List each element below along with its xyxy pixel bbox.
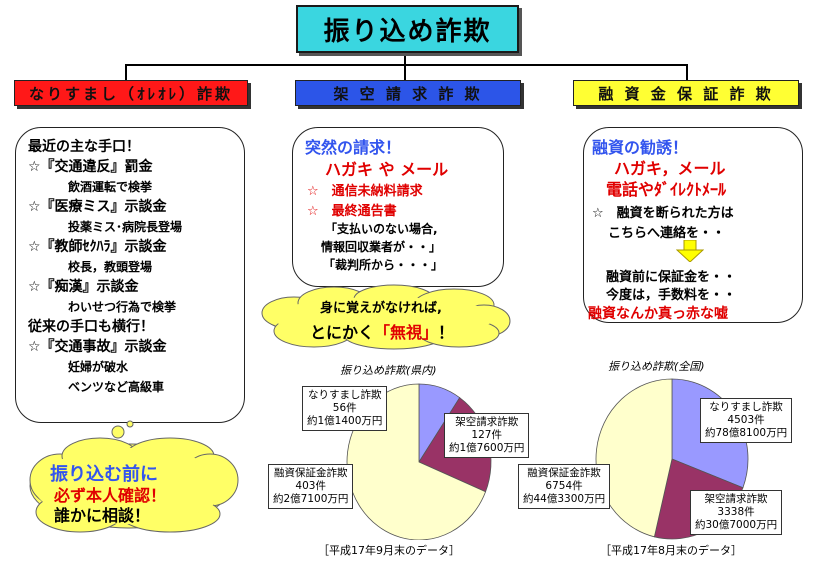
cloud-left-line-1: 振り込む前に bbox=[50, 464, 158, 485]
left-line-3: ☆『医療ミス』示談金 bbox=[28, 199, 167, 215]
left-line-11: 妊婦が破水 bbox=[68, 360, 129, 374]
kaku-seikyu-methods-box: 突然の請求！ ハガキ や メール ☆ 通信未納料請求 ☆ 最終通告書 「支払いの… bbox=[292, 127, 504, 287]
narisumashi-methods-box: 最近の主な手口！ ☆『交通違反』罰金 飲酒運転で検挙 ☆『医療ミス』示談金 投薬… bbox=[15, 127, 245, 423]
connector-right bbox=[686, 64, 688, 80]
left-line-12: ベンツなど高級車 bbox=[68, 380, 165, 394]
right-line-5: こちらへ連絡を・・ bbox=[608, 226, 726, 241]
chart-nat-label-narisumashi-name: なりすまし詐欺 bbox=[709, 401, 783, 413]
chart-pref-label-kaku-amount: 約1億7600万円 bbox=[449, 442, 525, 454]
mid-line-5: 「支払いのない場合, bbox=[325, 222, 438, 236]
chart-nat-label-narisumashi-count: 4503件 bbox=[727, 414, 765, 426]
mid-line-2: ハガキ や メール bbox=[325, 160, 449, 179]
mid-line-3: ☆ 通信未納料請求 bbox=[307, 184, 423, 199]
chart-pref-label-narisumashi-count: 56件 bbox=[332, 402, 357, 414]
right-line-3: 電話やﾀﾞｲﾚｸﾄﾒｰﾙ bbox=[606, 180, 727, 199]
chart-nat-label-yushi-amount: 約44億3300万円 bbox=[523, 493, 606, 505]
left-line-6: 校長，教頭登場 bbox=[68, 260, 153, 274]
mid-line-1: 突然の請求！ bbox=[305, 138, 402, 157]
left-line-5: ☆『教師ｾｸﾊﾗ』示談金 bbox=[28, 239, 167, 255]
connector-vertical-top bbox=[404, 51, 406, 65]
cloud-left-line-2: 必ず本人確認！ bbox=[54, 486, 167, 505]
chart-pref-label-yushi-count: 403件 bbox=[295, 480, 326, 492]
left-line-8: わいせつ行為で検挙 bbox=[68, 300, 177, 314]
right-line-4: ☆ 融資を断られた方は bbox=[592, 206, 734, 221]
mid-line-7: 「裁判所から・・・」 bbox=[323, 258, 444, 272]
chart-pref-label-narisumashi-amount: 約1億1400万円 bbox=[307, 415, 383, 427]
chart-nat-label-kaku-name: 架空請求詐欺 bbox=[704, 493, 768, 505]
chart-pref-label-kaku-name: 架空請求詐欺 bbox=[455, 416, 519, 428]
right-line-1: 融資の勧誘！ bbox=[592, 138, 689, 157]
chart-nat-label-yushi-count: 6754件 bbox=[545, 480, 583, 492]
ignore-callout-cloud: 身に覚えがなければ, とにかく「無視」！ bbox=[254, 283, 514, 351]
chart-pref-title: 振り込め詐欺(県内) bbox=[340, 364, 437, 377]
header-kaku-seikyu: 架 空 請 求 詐 欺 bbox=[295, 80, 521, 106]
cloud-mid-line-1: 身に覚えがなければ, bbox=[320, 301, 442, 316]
chart-nat-label-narisumashi-amount: 約78億8100万円 bbox=[705, 427, 788, 439]
chart-nat-label-kaku-count: 3338件 bbox=[717, 506, 755, 518]
connector-left bbox=[125, 64, 127, 80]
connector-mid bbox=[404, 64, 406, 80]
left-line-7: ☆『痴漢』示談金 bbox=[28, 279, 139, 295]
chart-pref-label-yushi-amount: 約2億7100万円 bbox=[273, 493, 349, 505]
right-line-8: 融資なんか真っ赤な嘘 bbox=[588, 306, 728, 322]
left-line-0: 最近の主な手口！ bbox=[28, 139, 140, 155]
right-line-7: 今度は，手数料を・・ bbox=[606, 288, 737, 303]
mid-line-6: 情報回収業者が・・」 bbox=[321, 240, 442, 254]
cloud-left-line-3: 誰かに相談！ bbox=[54, 506, 151, 525]
cloud-mid-line-2: とにかく「無視」！ bbox=[310, 319, 454, 343]
yushi-hosho-methods-box: 融資の勧誘！ ハガキ，メール 電話やﾀﾞｲﾚｸﾄﾒｰﾙ ☆ 融資を断られた方は … bbox=[583, 127, 803, 323]
chart-nat-title: 振り込め詐欺(全国) bbox=[608, 360, 705, 373]
down-arrow-icon bbox=[675, 239, 705, 263]
mid-line-4: ☆ 最終通告書 bbox=[307, 204, 397, 219]
cloud-mid-text-c: ！ bbox=[438, 323, 455, 342]
chart-pref-label-kaku-count: 127件 bbox=[471, 429, 502, 441]
chart-nat-slice-yushi bbox=[595, 378, 673, 538]
confirm-callout-cloud: 振り込む前に 必ず本人確認！ 誰かに相談！ bbox=[20, 420, 242, 536]
chart-nat-label-yushi-name: 融資保証金詐欺 bbox=[527, 467, 601, 479]
cloud-mid-text-a: とにかく bbox=[310, 323, 375, 342]
chart-pref-label-yushi-name: 融資保証金詐欺 bbox=[273, 467, 348, 479]
page-title: 振り込め詐欺 bbox=[296, 5, 519, 53]
header-yushi-hosho: 融 資 金 保 証 詐 欺 bbox=[573, 80, 799, 106]
left-line-9: 従来の手口も横行！ bbox=[28, 319, 154, 335]
left-line-4: 投薬ミス･病院長登場 bbox=[68, 220, 183, 234]
cloud-mid-text-b: 「無視」 bbox=[374, 323, 439, 342]
connector-horizontal bbox=[125, 64, 687, 66]
left-line-10: ☆『交通事故』示談金 bbox=[28, 339, 167, 355]
right-line-6: 融資前に保証金を・・ bbox=[606, 270, 737, 285]
left-line-2: 飲酒運転で検挙 bbox=[68, 180, 153, 194]
header-narisumashi: なりすまし（ｵﾚｵﾚ）詐欺 bbox=[14, 80, 248, 106]
chart-pref-note: ［平成17年9月末のデータ］ bbox=[318, 544, 460, 557]
right-line-2: ハガキ，メール bbox=[614, 159, 726, 178]
chart-nat-label-kaku-amount: 約30億7000万円 bbox=[695, 519, 778, 531]
chart-pref-label-narisumashi-name: なりすまし詐欺 bbox=[307, 389, 382, 401]
chart-nat-note: ［平成17年8月末のデータ］ bbox=[600, 544, 742, 557]
left-line-1: ☆『交通違反』罰金 bbox=[28, 159, 153, 175]
